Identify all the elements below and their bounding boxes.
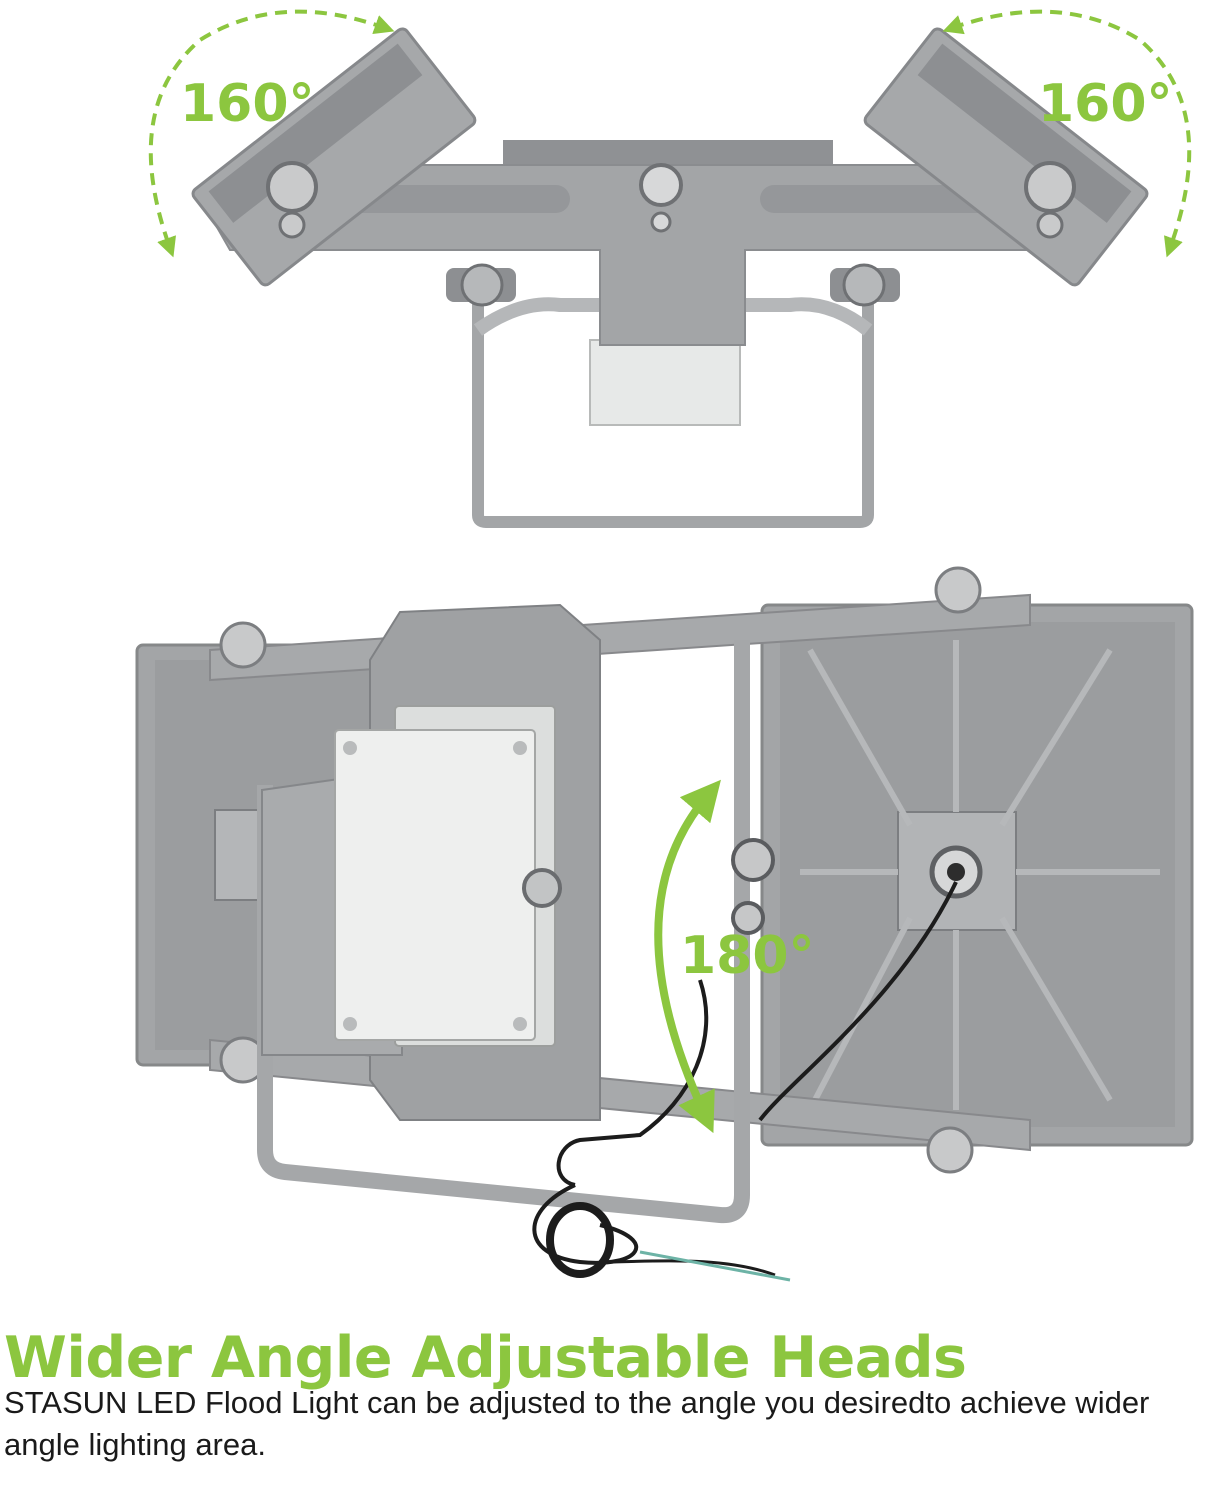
right-panel-fins: [800, 640, 1160, 1110]
angle-label-center: 180°: [680, 926, 815, 986]
top-bracket: [472, 270, 874, 528]
rotation-arc-left: [148, 9, 395, 258]
flood-light-drawing: [135, 9, 1194, 1282]
angle-label-left: 160°: [180, 74, 315, 134]
junction-box: [334, 705, 562, 1047]
back-bracket: [257, 640, 750, 1224]
rotation-arc-center: [654, 779, 721, 1134]
angle-label-right: 160°: [1038, 74, 1173, 134]
top-knob-left: [446, 263, 516, 307]
top-junction-box: [589, 339, 741, 426]
top-view: [148, 9, 1192, 528]
product-illustration: 160° 160° 180°: [135, 9, 1194, 1282]
headline: Wider Angle Adjustable Heads: [4, 1325, 967, 1391]
back-view: [135, 566, 1194, 1282]
top-knob-right: [830, 263, 900, 307]
rotation-arc-right: [942, 9, 1192, 258]
description: STASUN LED Flood Light can be adjusted t…: [4, 1385, 1150, 1462]
